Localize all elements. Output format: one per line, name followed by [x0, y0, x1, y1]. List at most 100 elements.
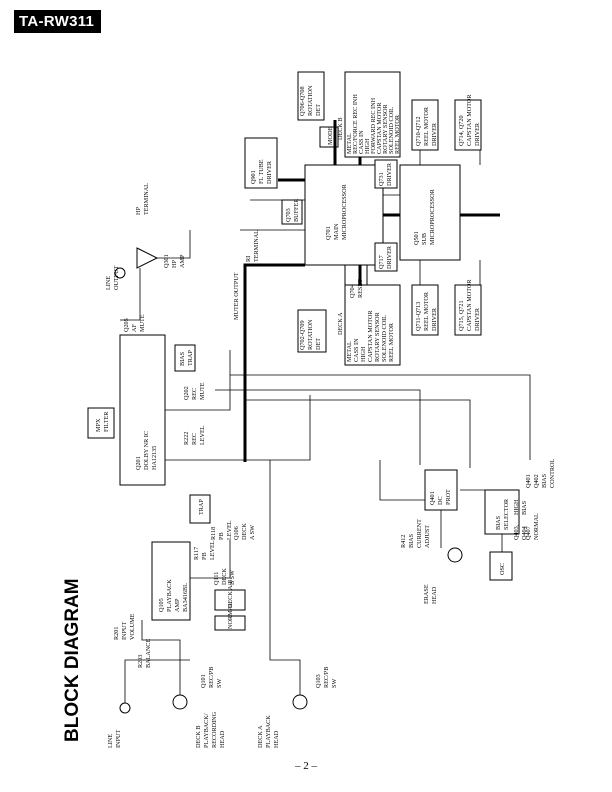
r117-line-1: R117	[193, 547, 200, 560]
q403-line-2: Q404	[521, 526, 528, 540]
label-q703: Q703 BUFFER	[285, 198, 300, 222]
deck-b-parts-6: ROTARY SENSOR	[382, 103, 389, 154]
label-normal: NORMAL	[227, 602, 234, 629]
q103-line-3: SW	[331, 679, 338, 688]
label-q710: Q710-Q712 REEL MOTOR DRIVER	[415, 106, 438, 146]
q401-line-1: Q401	[429, 491, 436, 505]
deck-b-text: DECK B	[337, 117, 344, 140]
r117-line-2: PB	[201, 552, 208, 560]
r118-line-2: PB	[218, 532, 225, 540]
q901-line-2: FL TUBE	[258, 159, 265, 184]
deck-a-parts-0: METAL	[346, 341, 353, 362]
q703-line-2: BUFFER	[293, 198, 300, 222]
osc-line-1: OSC	[499, 563, 506, 575]
deck-b-parts-7: SOLENOID COIL	[388, 107, 395, 154]
hp-terminal-line-1: HP	[135, 207, 142, 215]
r203-line-1: R203	[137, 655, 144, 668]
q401-line-2: DC	[437, 496, 444, 505]
label-trap: TRAP	[198, 499, 205, 515]
line-output-line-2: OUTPUT	[113, 265, 120, 290]
q103-line-2: REC/PB	[323, 667, 330, 688]
q111-line-1: Q111	[213, 572, 220, 585]
block-q710-reel-driver	[411, 99, 439, 151]
q106-line-2: DECK	[241, 523, 248, 540]
r412-line-2: BIAS	[408, 533, 415, 548]
q401b-line-3: BIAS	[541, 473, 548, 488]
head-deck-b	[172, 694, 188, 710]
q101-line-1: Q101	[200, 674, 207, 688]
q201-line-2: DOLBY NR IC	[143, 431, 150, 470]
q403-line-1: Q403,	[513, 524, 520, 540]
q202-line-3: MUTE	[199, 382, 206, 400]
label-q105: Q105 PLAYBACK AMP BA3416BL	[158, 579, 189, 612]
q706-line-1: Q706-Q708	[299, 86, 306, 116]
q205-line-1: Q205	[123, 318, 130, 332]
label-erase: ERASE HEAD	[423, 584, 438, 604]
block-trap	[189, 494, 211, 524]
label-q901: Q901 FL TUBE DRIVER	[250, 159, 273, 184]
block-q711-reel-driver	[411, 284, 439, 336]
q101-line-3: SW	[216, 679, 223, 688]
q205-line-2: AF	[131, 324, 138, 332]
label-deck-a: DECK A	[337, 312, 344, 335]
label-q714: Q714, Q720 CAPSTAN MOTOR DRIVER	[458, 94, 481, 146]
block-q715-capstan-driver	[454, 284, 482, 336]
block-q717-driver	[374, 242, 398, 272]
head-b-line-2: PLAYBACK/	[203, 713, 210, 748]
label-line-output: LINE OUTPUT	[105, 265, 120, 290]
label-hp-terminal: HP TERMINAL	[135, 183, 150, 215]
label-q111: Q111 DECK B SW	[213, 568, 236, 585]
q710-line-3: DRIVER	[431, 122, 438, 146]
label-r203: R203 BALANCE	[137, 639, 152, 668]
r118-line-3: LEVEL	[226, 520, 233, 540]
label-q201: Q201 DOLBY NR IC HA12135	[135, 431, 158, 470]
deck-b-parts-1: REC/FORCE REC INH	[352, 94, 359, 154]
deck-a-text: DECK A	[337, 312, 344, 335]
deck-a-parts-3: CAPSTAN MOTOR	[367, 310, 374, 362]
deck-a-parts-5: SOLENOID COIL	[381, 315, 388, 362]
q301-line-1: Q301	[163, 254, 170, 268]
r117-line-3: LEVEL	[209, 540, 216, 560]
block-q714-capstan-driver	[454, 99, 482, 151]
label-q301: Q301 HP AMP	[163, 254, 186, 268]
line-input-line-2: INPUT	[115, 730, 122, 748]
q201-line-3: HA12135	[151, 446, 158, 470]
ri-line-1: RI	[245, 256, 252, 262]
head-deck-a	[292, 694, 308, 710]
label-q701: Q701 MAIN MICROPROCESSOR	[325, 183, 348, 240]
label-normal2: Q407 NORMAL	[525, 513, 540, 540]
label-q704: Q704 RESET	[349, 279, 364, 298]
deck-b-parts-3: HIGH	[364, 138, 371, 154]
erase-line-1: ERASE	[423, 584, 430, 604]
q201-line-1: Q201	[135, 456, 142, 470]
r118-line-1: R118	[210, 527, 217, 540]
q702-line-3: DET	[315, 338, 322, 350]
label-q711: Q711-Q713 REEL MOTOR DRIVER	[415, 291, 438, 331]
label-deck-b-parts: METAL REC/FORCE REC INH CASS IN HIGH FOR…	[346, 94, 401, 154]
label-q403: Q403, Q404	[513, 524, 528, 540]
rv-line-2: REC	[191, 433, 198, 445]
deck-a-parts-2: HIGH	[360, 346, 367, 362]
label-q501: Q501 SUB MICROPROCESSOR	[413, 188, 436, 245]
label-rv: R222 REC LEVEL	[183, 425, 206, 445]
block-q201-dolby	[119, 334, 166, 486]
q401b-line-2: Q402	[533, 474, 540, 488]
q704-line-2: RESET	[357, 279, 364, 298]
q731-line-2: DRIVER	[386, 162, 393, 186]
label-deck-a-parts: METAL CASS IN HIGH CAPSTAN MOTOR ROTARY …	[346, 310, 395, 362]
bias-selector-line-1: BIAS	[495, 515, 502, 530]
q301-line-3: AMP	[179, 254, 186, 268]
q702-line-1: Q702-Q709	[299, 320, 306, 350]
label-q101: Q101 REC/PB SW	[200, 667, 223, 688]
label-q401: Q401 DC PROT	[429, 489, 452, 505]
head-a-line-2: PLAYBACK	[265, 715, 272, 748]
deck-b-parts-0: METAL	[346, 133, 353, 154]
deck-a-parts-6: REEL MOTOR	[388, 322, 395, 362]
head-erase	[447, 547, 463, 563]
bias-selector-line-2: SELECTOR	[503, 498, 510, 530]
block-bias-trap	[174, 344, 196, 372]
rv-line-1: R222	[183, 432, 190, 445]
q701-line-3: MICROPROCESSOR	[341, 183, 348, 240]
q703-line-1: Q703	[285, 208, 292, 222]
